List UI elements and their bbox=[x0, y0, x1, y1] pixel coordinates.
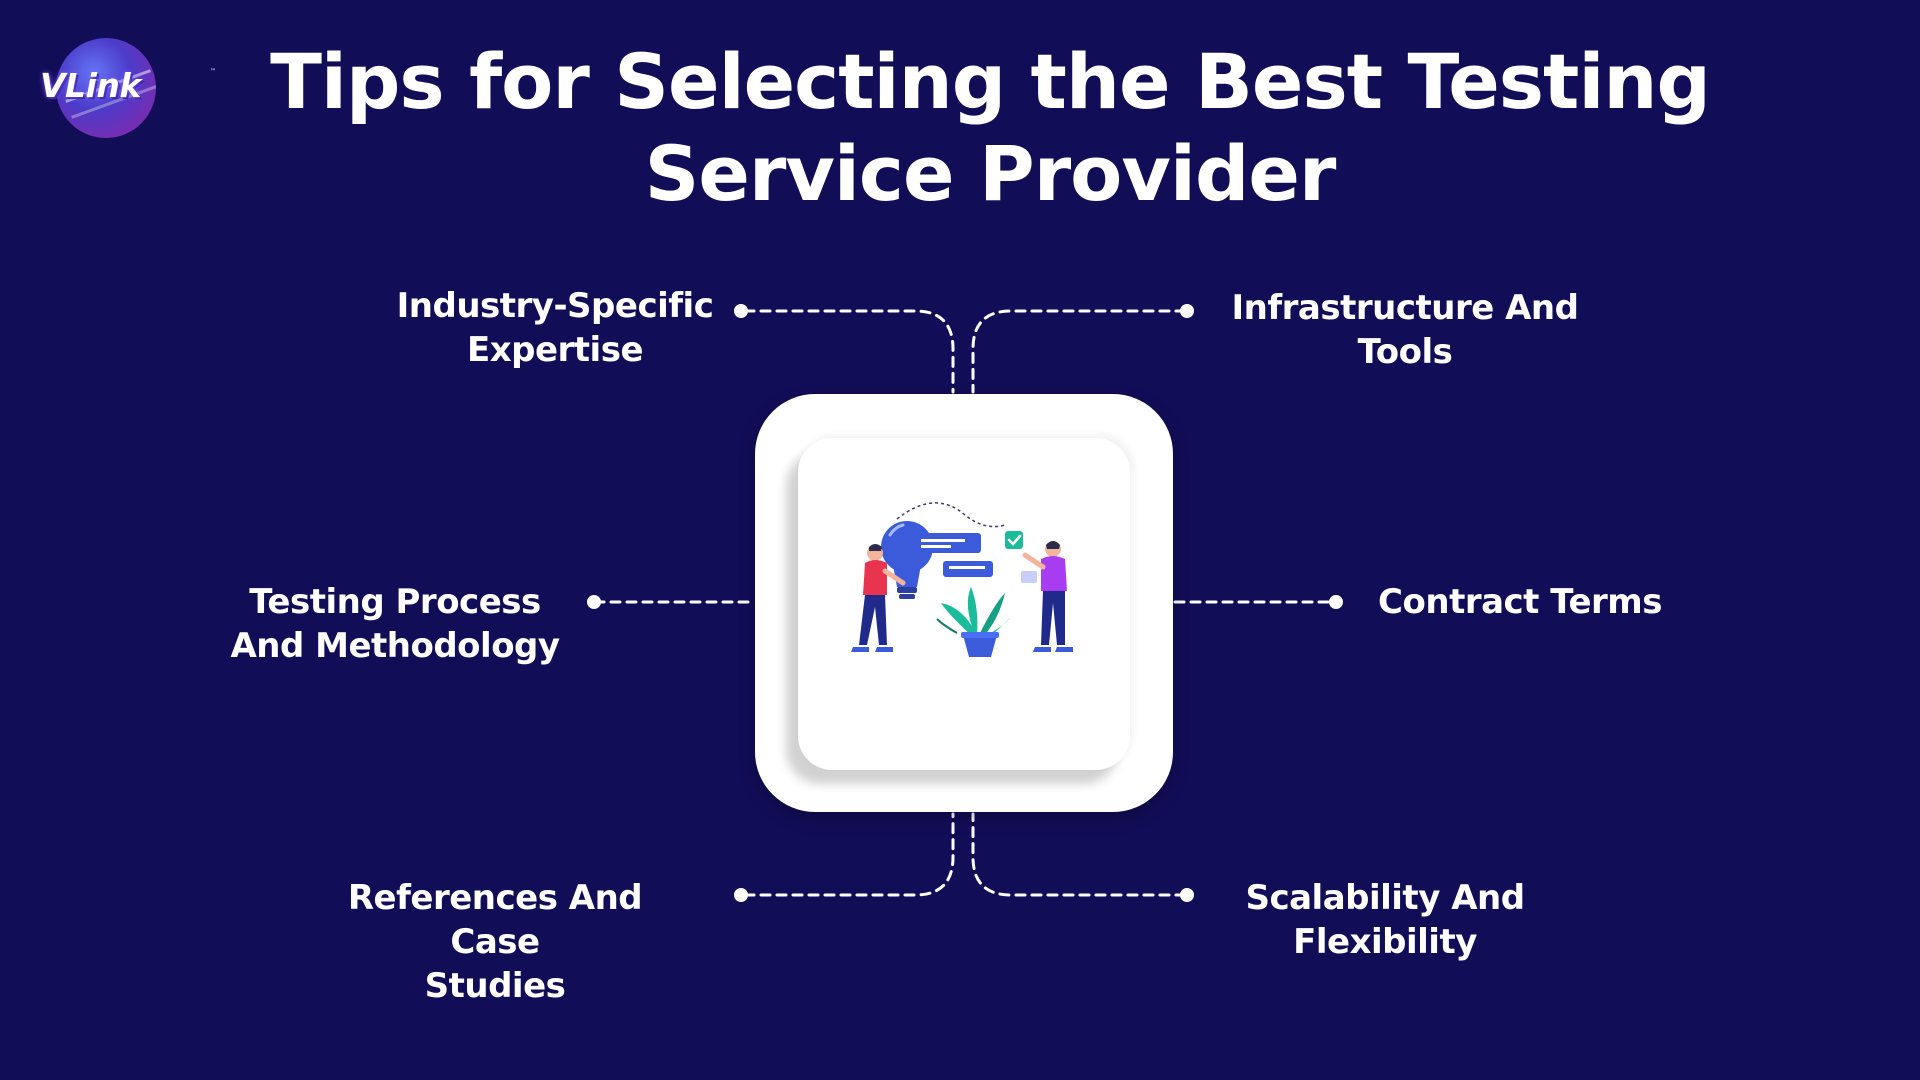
page-title: Tips for Selecting the Best Testing Serv… bbox=[240, 36, 1740, 220]
logo-text: VLink bbox=[40, 66, 141, 105]
tip-line-1: Industry-Specific bbox=[396, 286, 714, 326]
teamwork-idea-illustration-icon bbox=[851, 502, 1073, 657]
connector-dot-middle-left bbox=[587, 595, 601, 609]
connector-bottom-right bbox=[971, 812, 1187, 897]
connector-dot-bottom-right bbox=[1180, 888, 1194, 902]
logo-trademark: ™ bbox=[210, 68, 216, 75]
tip-line-2: Expertise bbox=[466, 330, 644, 370]
tip-testing-process: Testing Process And Methodology bbox=[225, 580, 565, 668]
tip-industry-expertise: Industry-Specific Expertise bbox=[370, 284, 740, 372]
tip-contract-terms: Contract Terms bbox=[1355, 580, 1685, 624]
tip-infrastructure-tools: Infrastructure And Tools bbox=[1220, 286, 1590, 374]
tip-line-1: Scalability And bbox=[1245, 878, 1525, 918]
tip-line-1: Infrastructure And bbox=[1231, 288, 1579, 328]
connector-top-left bbox=[743, 309, 955, 394]
vlink-logo: VLink ™ bbox=[40, 34, 216, 144]
center-card-inner bbox=[798, 438, 1130, 770]
globe-icon bbox=[56, 38, 156, 138]
connector-top-right bbox=[971, 309, 1187, 394]
tip-line-2: And Methodology bbox=[230, 626, 560, 666]
connector-dot-top-right bbox=[1180, 304, 1194, 318]
tip-line-1: References And Case bbox=[347, 878, 643, 962]
tip-line-2: Flexibility bbox=[1293, 922, 1477, 962]
connector-bottom-left bbox=[743, 812, 955, 897]
connector-dot-bottom-left bbox=[734, 888, 748, 902]
connector-dot-top-left bbox=[734, 304, 748, 318]
tip-line-2: Studies bbox=[424, 966, 566, 1006]
tip-scalability-flexibility: Scalability And Flexibility bbox=[1225, 876, 1545, 964]
tip-line-1: Contract Terms bbox=[1378, 582, 1662, 622]
tip-references-case-studies: References And Case Studies bbox=[300, 876, 690, 1008]
tip-line-2: Tools bbox=[1357, 332, 1453, 372]
title-line-2: Service Provider bbox=[644, 129, 1337, 218]
tip-line-1: Testing Process bbox=[249, 582, 541, 622]
title-line-1: Tips for Selecting the Best Testing bbox=[270, 37, 1711, 126]
connector-dot-middle-right bbox=[1329, 595, 1343, 609]
